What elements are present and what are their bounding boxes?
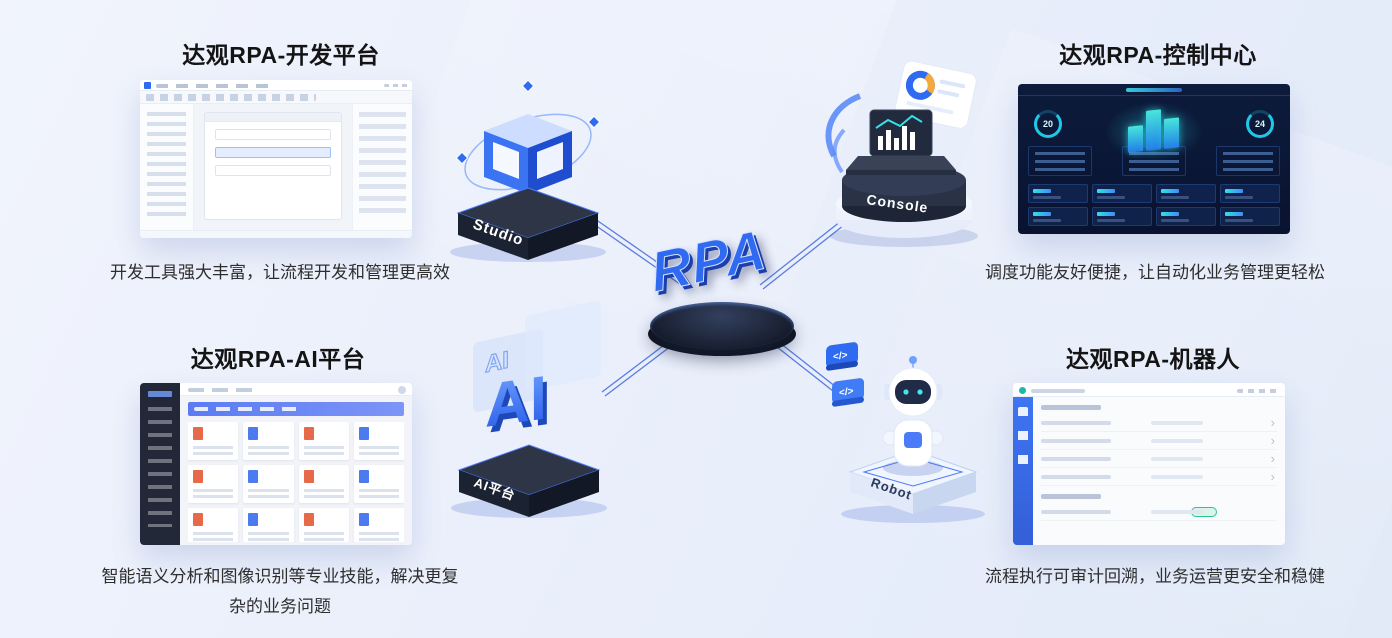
backdrop-tiles: AI — [473, 300, 601, 412]
dev-window-titlebar — [140, 80, 412, 91]
ai-platform-caption: 智能语义分析和图像识别等专业技能，解决更复杂的业务问题 — [101, 567, 459, 616]
report-card — [894, 60, 977, 129]
skill-card — [353, 508, 404, 542]
ai-node: AI AI AI AI平台 — [445, 300, 625, 525]
svg-text:AI: AI — [485, 364, 547, 441]
ai-letters: AI AI — [485, 364, 551, 447]
properties-panel — [352, 104, 412, 230]
flow-step-selected — [215, 147, 331, 158]
robot-title: 达观RPA-机器人 — [1065, 346, 1240, 372]
cube-graphic — [484, 114, 572, 194]
robot-task-list: › › › › — [1033, 397, 1285, 545]
window-controls-icon — [384, 84, 408, 87]
list-section-header — [1041, 490, 1277, 503]
dashboard-panel — [1216, 146, 1280, 176]
dashboard-panel — [1028, 146, 1092, 176]
task-row: › — [1041, 450, 1277, 468]
svg-text:</>: </> — [833, 350, 848, 363]
admin-topbar — [180, 383, 412, 396]
skill-card — [243, 508, 294, 542]
platform-hex — [841, 449, 985, 523]
skill-card-grid — [188, 422, 404, 542]
studio-screenshot — [140, 80, 412, 238]
skill-card — [298, 508, 349, 542]
robot-window-titlebar — [1013, 383, 1285, 397]
stat-tiles — [1028, 184, 1280, 226]
robot-side-rail — [1013, 397, 1033, 545]
skill-card — [298, 422, 349, 460]
code-chip-icon: </> — [832, 378, 864, 407]
robot-screenshot: › › › › — [1013, 383, 1285, 545]
flow-dialog-header — [205, 113, 341, 122]
orbit-satellite-icon — [455, 79, 601, 165]
flow-dialog — [204, 112, 342, 220]
flow-canvas — [194, 104, 352, 230]
skill-card — [188, 508, 239, 542]
app-logo-icon — [144, 82, 151, 89]
skill-card — [188, 422, 239, 460]
gauge-right: 24 — [1246, 110, 1274, 138]
robot-caption: 流程执行可审计回溯，业务运营更安全和稳健 — [985, 567, 1325, 586]
laptop-icon — [846, 109, 956, 175]
flow-step — [215, 165, 331, 176]
task-row: › — [1041, 414, 1277, 432]
gauge-right-value: 24 — [1254, 119, 1265, 129]
ai-platform-screenshot — [140, 383, 412, 545]
ai-watermark: AI — [485, 347, 509, 379]
flow-step — [215, 129, 331, 140]
platform-slab — [450, 187, 606, 262]
chevron-right-icon: › — [1270, 433, 1275, 448]
curved-arrow-icon — [825, 93, 862, 174]
platform-slab — [451, 444, 607, 518]
code-chip-icon: </> — [826, 342, 858, 371]
admin-toolbar — [188, 402, 404, 416]
chevron-right-icon: › — [1270, 451, 1275, 466]
dev-platform-caption: 开发工具强大丰富，让流程开发和管理更高效 — [110, 263, 450, 282]
status-bar — [140, 230, 412, 238]
dashboard-header — [1018, 84, 1290, 96]
dev-platform-title: 达观RPA-开发平台 — [182, 42, 380, 68]
gauge-left-value: 20 — [1042, 119, 1053, 129]
control-center-title: 达观RPA-控制中心 — [1059, 42, 1257, 68]
studio-node: Studio — [448, 62, 628, 267]
skill-card — [298, 465, 349, 503]
dev-toolbar — [140, 91, 412, 104]
app-logo-icon — [1019, 387, 1026, 394]
status-badge — [1191, 507, 1217, 517]
admin-main — [180, 383, 412, 545]
skill-card — [243, 465, 294, 503]
rpa-hub: RPA — [642, 217, 802, 361]
control-center-caption: 调度功能友好便捷，让自动化业务管理更轻松 — [985, 263, 1325, 282]
robot-figure — [882, 356, 944, 476]
dev-window-body — [140, 104, 412, 230]
skill-card — [188, 465, 239, 503]
list-section-header — [1041, 401, 1277, 414]
hub-disc — [650, 302, 794, 350]
admin-sidebar — [140, 383, 180, 545]
task-row: › — [1041, 468, 1277, 486]
svg-text:AI: AI — [489, 369, 551, 446]
skill-card — [243, 422, 294, 460]
svg-text:</>: </> — [839, 386, 854, 399]
gauge-left: 20 — [1034, 110, 1062, 138]
task-row — [1041, 503, 1277, 521]
menu-bar — [156, 84, 276, 88]
console-screenshot: 20 24 — [1018, 84, 1290, 234]
robot-node: </> </> — [818, 318, 998, 523]
console-node: Console — [812, 58, 997, 263]
chevron-right-icon: › — [1270, 415, 1275, 430]
platform-cylinder — [830, 164, 978, 247]
chevron-right-icon: › — [1270, 469, 1275, 484]
dashboard-panel — [1122, 146, 1186, 176]
ai-platform-title: 达观RPA-AI平台 — [190, 346, 366, 372]
skill-card — [353, 422, 404, 460]
activity-tree-panel — [140, 104, 194, 230]
skill-card — [353, 465, 404, 503]
task-row: › — [1041, 432, 1277, 450]
